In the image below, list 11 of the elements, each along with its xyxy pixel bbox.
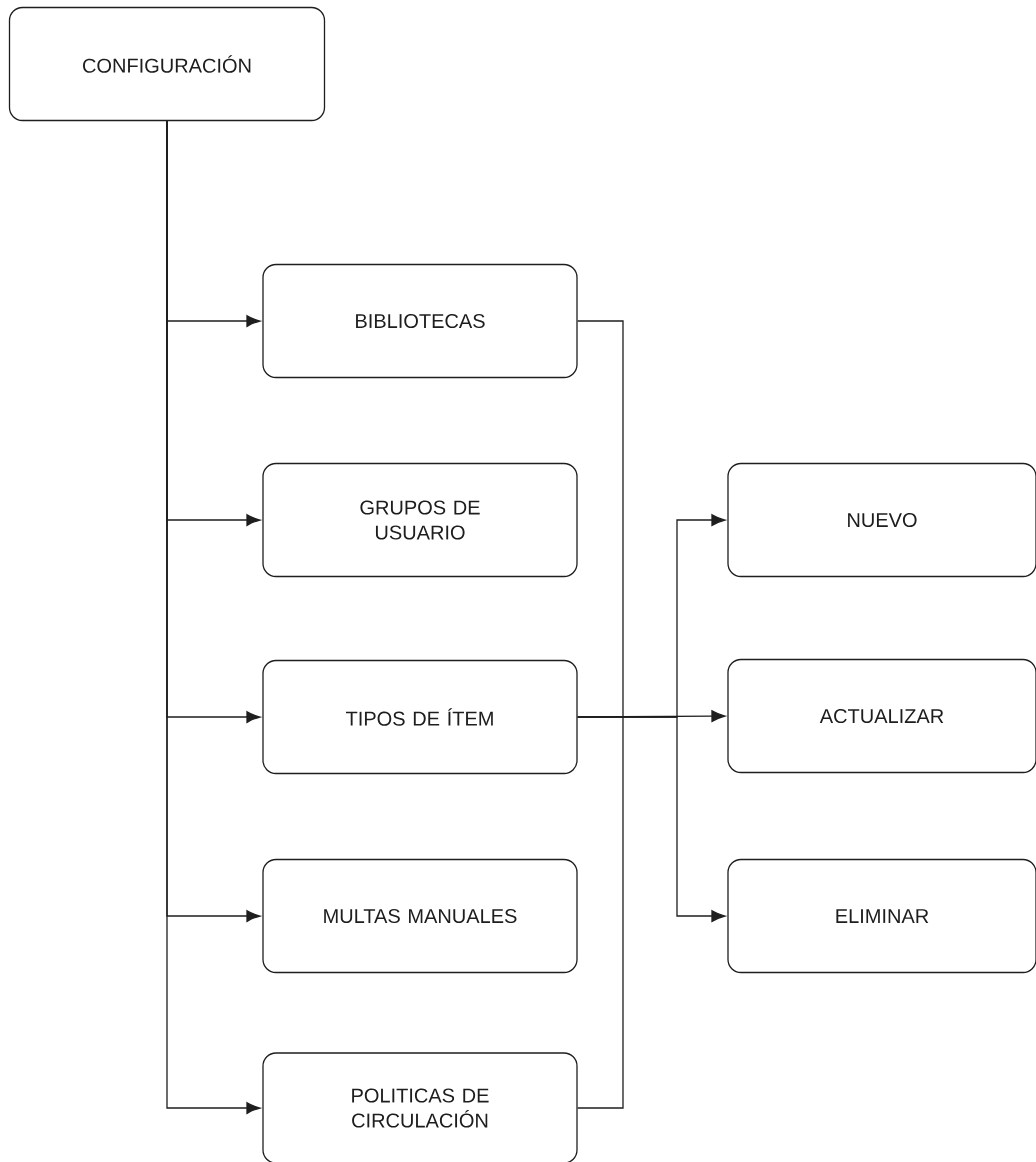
menu-box: GRUPOS DE USUARIO <box>262 462 578 578</box>
menu-box: BIBLIOTECAS <box>262 263 578 379</box>
menu-box: CONFIGURACIÓN <box>8 6 326 122</box>
connector-arrow <box>577 716 726 922</box>
menu-box: POLITICAS DE CIRCULACIÓN <box>262 1052 578 1162</box>
menu-box: ELIMINAR <box>727 858 1036 974</box>
connector-arrow <box>166 120 261 1114</box>
menu-box: NUEVO <box>727 462 1036 578</box>
menu-box: TIPOS DE ÍTEM <box>262 659 578 775</box>
menu-box: MULTAS MANUALES <box>262 858 578 974</box>
menu-box: ACTUALIZAR <box>727 658 1036 774</box>
